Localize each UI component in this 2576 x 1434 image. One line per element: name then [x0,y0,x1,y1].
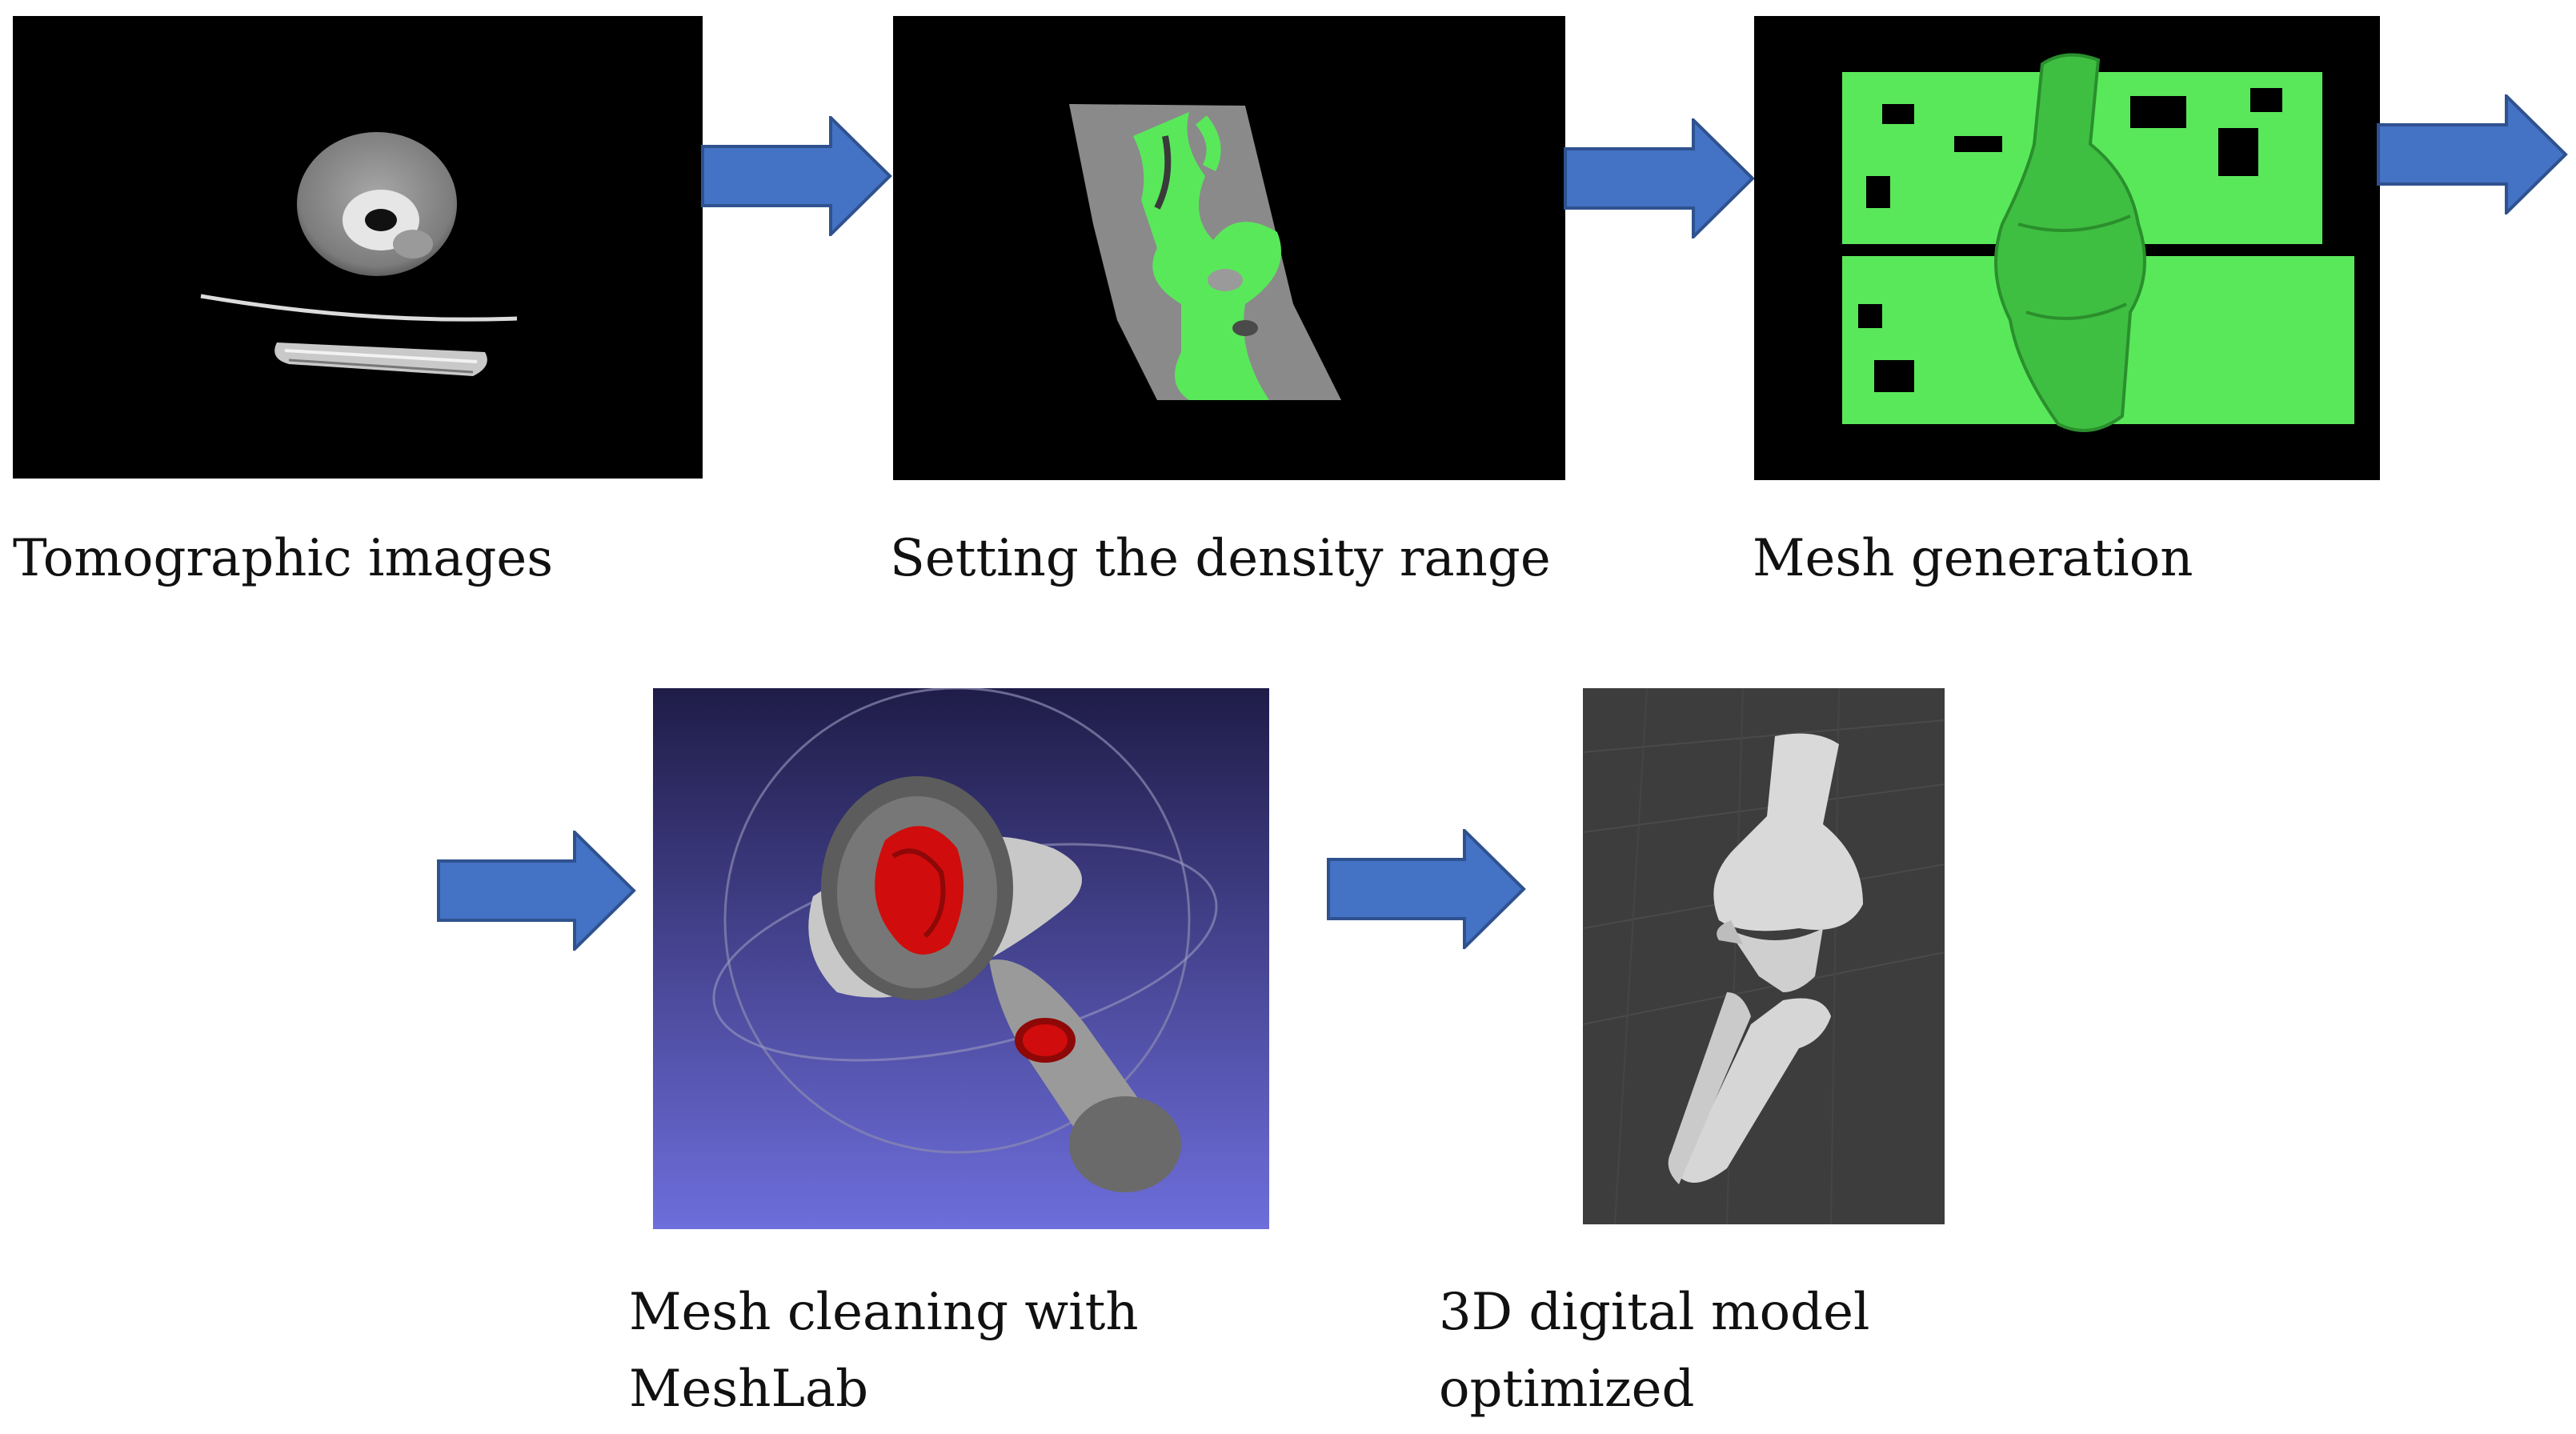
step-label-mesh-generation: Mesh generation [1753,529,2193,588]
panel-optimized-model [1583,688,1945,1224]
arrow-right-icon [437,831,636,951]
ct-slice-image [200,132,518,376]
arrow-right-icon [1327,829,1526,949]
step-label-optimized-model: 3D digital model optimized [1439,1274,1869,1428]
arrow-right-icon [2377,94,2568,214]
green-mesh-image [1842,53,2354,432]
step-label-meshlab: Mesh cleaning with MeshLab [629,1274,1293,1428]
step-label-meshlab-line1: Mesh cleaning with [629,1283,1139,1342]
panel-tomographic-images [13,16,703,479]
panel-density-range [893,16,1565,480]
step-label-optimized-model-line2: optimized [1439,1360,1695,1419]
arrow-right-icon [1564,118,1755,238]
step-label-optimized-model-line1: 3D digital model [1439,1283,1870,1342]
segmented-ct-image [1069,104,1341,400]
step-label-tomographic-images: Tomographic images [13,529,554,588]
panel-mesh-generation [1754,16,2380,480]
bone-model-image [1583,688,1945,1224]
meshlab-view-image [653,688,1269,1229]
panel-meshlab [653,688,1269,1229]
step-label-meshlab-line2: MeshLab [629,1360,869,1419]
step-label-density-range: Setting the density range [890,529,1551,588]
arrow-right-icon [701,116,892,236]
